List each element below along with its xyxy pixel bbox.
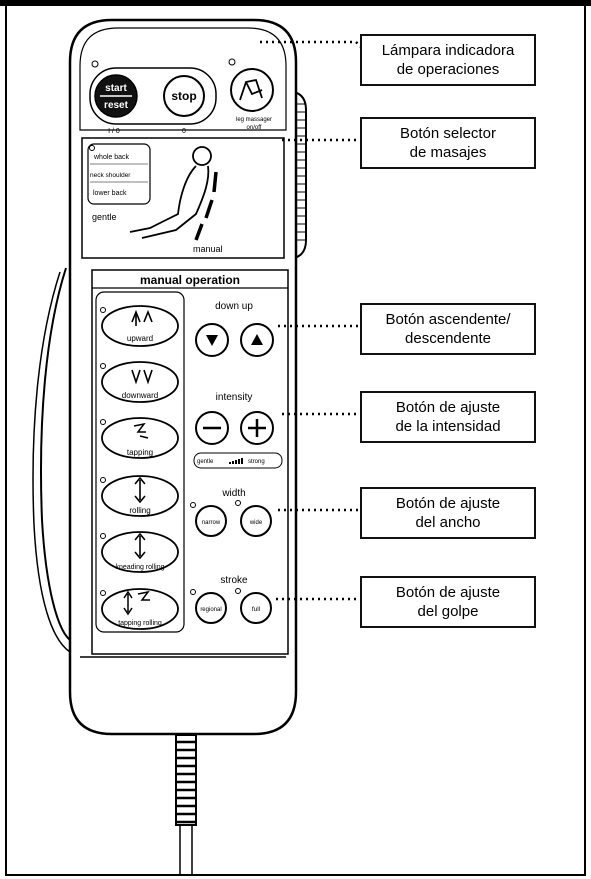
intensity-strong-label: strong <box>248 459 265 465</box>
full-button[interactable]: full <box>240 592 272 624</box>
callout-indicator-lamp: Lámpara indicadora de operaciones <box>360 34 536 86</box>
top-border <box>0 0 591 6</box>
start-label: start <box>105 83 127 94</box>
mode-label: kneading rolling <box>115 564 164 571</box>
callout-line: del ancho <box>415 514 481 531</box>
callout-massage-selector: Botón selector de masajes <box>360 117 536 169</box>
down-up-label: down up <box>215 301 253 312</box>
kneading-rolling-icon <box>134 532 146 560</box>
stroke-label: stroke <box>220 575 248 586</box>
callout-stroke-button: Botón de ajuste del golpe <box>360 576 536 628</box>
cord <box>175 734 197 876</box>
upward-icon <box>131 309 153 326</box>
callout-line: de masajes <box>409 144 487 161</box>
figure-frame <box>5 6 586 876</box>
option-whole-back: whole back <box>93 154 130 161</box>
stop-symbol: 0 <box>182 128 186 135</box>
top-button-panel: start reset stop I / 0 0 leg massager on… <box>89 58 274 135</box>
callout-line: Botón de ajuste <box>395 495 501 512</box>
intensity-plus-button[interactable] <box>240 411 274 445</box>
stop-label: stop <box>171 89 196 103</box>
mode-label: downward <box>122 391 158 400</box>
mode-button-kneading-rolling[interactable]: kneading rolling <box>100 531 179 573</box>
width-label: width <box>221 488 245 499</box>
rolling-icon <box>134 476 146 504</box>
gentle-label: gentle <box>92 212 117 222</box>
narrow-button[interactable]: narrow <box>195 505 227 537</box>
down-arrow-icon <box>206 335 218 346</box>
massage-selector-panel: whole back neck shoulder lower back gent… <box>81 137 285 259</box>
plus-icon <box>248 419 266 437</box>
callout-line: de la intensidad <box>395 418 501 435</box>
wide-button[interactable]: wide <box>240 505 272 537</box>
mode-button-downward[interactable]: downward <box>100 361 179 403</box>
up-button[interactable] <box>240 323 274 357</box>
leg-icon <box>239 78 263 101</box>
callout-line: Lámpara indicadora <box>381 42 515 59</box>
narrow-label: narrow <box>202 520 221 526</box>
intensity-label: intensity <box>216 392 253 403</box>
regional-button[interactable]: regional <box>195 592 227 624</box>
regional-label: regional <box>200 607 221 613</box>
manual-operation-panel: manual operation upward downward tapping… <box>91 269 289 655</box>
selector-box[interactable] <box>87 143 151 205</box>
callout-line: descendente <box>405 330 491 347</box>
mode-label: tapping <box>127 448 153 457</box>
reset-label: reset <box>104 100 129 111</box>
callout-width-button: Botón de ajuste del ancho <box>360 487 536 539</box>
stop-button[interactable]: stop <box>163 75 205 117</box>
tapping-rolling-icon <box>123 590 150 616</box>
chair-figure-icon <box>129 146 218 241</box>
mode-button-tapping[interactable]: tapping <box>100 417 179 459</box>
option-neck-shoulder: neck shoulder <box>90 172 131 179</box>
option-lower-back: lower back <box>93 190 127 197</box>
full-label: full <box>252 606 261 613</box>
down-button[interactable] <box>195 323 229 357</box>
mode-button-rolling[interactable]: rolling <box>100 475 179 517</box>
wide-label: wide <box>249 520 263 526</box>
up-arrow-icon <box>251 334 263 345</box>
leader-indicator <box>260 40 372 52</box>
callout-line: Botón selector <box>400 125 496 142</box>
callout-line: de operaciones <box>396 61 500 78</box>
mode-button-upward[interactable]: upward <box>100 305 179 347</box>
callout-line: Botón de ajuste <box>395 399 501 416</box>
intensity-level-bars <box>229 458 243 464</box>
mode-label: tapping rolling <box>118 620 162 627</box>
tapping-icon <box>133 422 149 439</box>
mode-label: rolling <box>129 506 150 515</box>
start-reset-button[interactable]: start reset <box>94 74 138 118</box>
intensity-gentle-label: gentle <box>197 459 214 465</box>
cover-flap <box>40 267 71 641</box>
callout-intensity-button: Botón de ajuste de la intensidad <box>360 391 536 443</box>
downward-icon <box>131 369 153 385</box>
leg-massager-onoff: on/off <box>247 125 262 131</box>
leg-massager-button[interactable] <box>230 68 274 112</box>
intensity-minus-button[interactable] <box>195 411 229 445</box>
callout-line: del golpe <box>417 603 479 620</box>
leg-massager-label: leg massager <box>236 117 272 123</box>
mode-button-tapping-rolling[interactable]: tapping rolling <box>100 588 179 630</box>
leader-lines <box>260 40 372 601</box>
manual-label: manual <box>193 244 223 254</box>
callout-line: Botón de ajuste <box>395 584 501 601</box>
callout-line: Botón ascendente/ <box>385 311 511 328</box>
power-symbols: I / 0 <box>108 128 120 135</box>
callout-updown-button: Botón ascendente/ descendente <box>360 303 536 355</box>
mode-label: upward <box>127 334 153 343</box>
manual-operation-title: manual operation <box>140 273 240 287</box>
